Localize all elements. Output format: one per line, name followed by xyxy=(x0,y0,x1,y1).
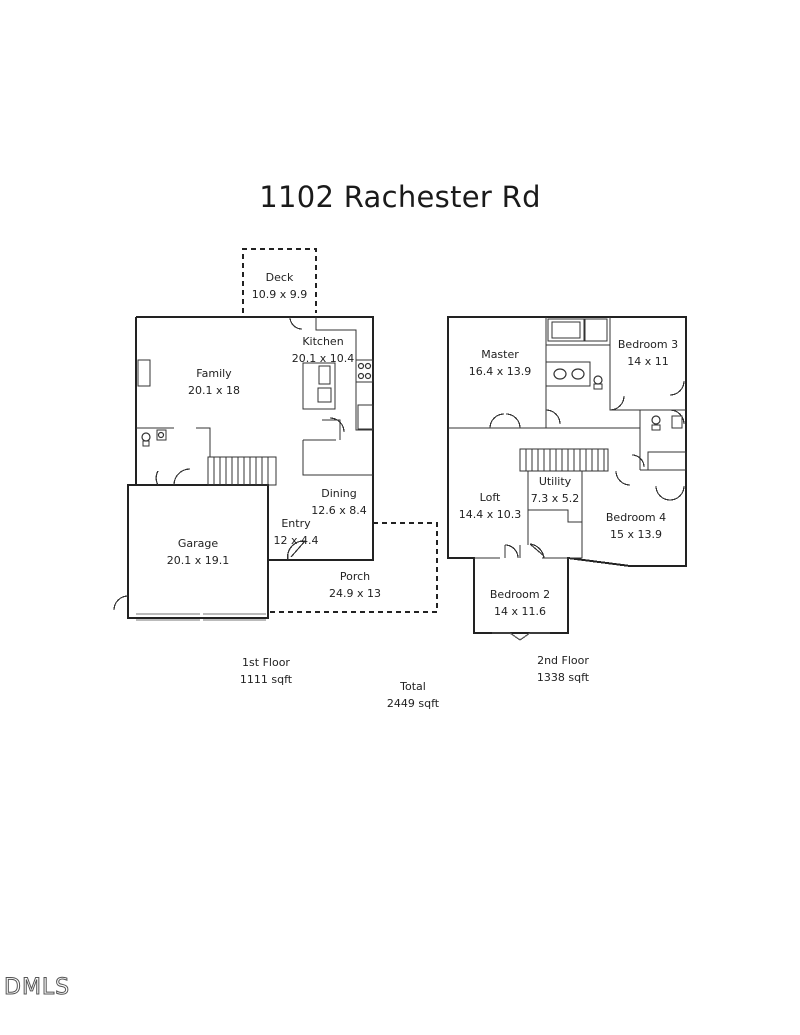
room-bedroom4-name: Bedroom 4 xyxy=(605,511,667,524)
room-deck-name: Deck xyxy=(265,271,294,284)
room-master: Master 16.4 x 13.9 xyxy=(460,346,540,380)
total-name: Total xyxy=(400,680,426,693)
room-loft-size: 14.4 x 10.3 xyxy=(458,508,522,521)
room-deck: Deck 10.9 x 9.9 xyxy=(243,269,316,303)
room-utility-name: Utility xyxy=(538,475,572,488)
room-utility-size: 7.3 x 5.2 xyxy=(530,492,580,505)
room-loft: Loft 14.4 x 10.3 xyxy=(453,489,527,523)
room-bedroom4-size: 15 x 13.9 xyxy=(610,528,662,541)
room-bedroom3-name: Bedroom 3 xyxy=(617,338,679,351)
room-dining-size: 12.6 x 8.4 xyxy=(311,504,367,517)
room-family-size: 20.1 x 18 xyxy=(188,384,240,397)
room-family-name: Family xyxy=(196,367,232,380)
room-dining-name: Dining xyxy=(321,487,357,500)
first-floor-wall xyxy=(136,316,374,561)
room-master-size: 16.4 x 13.9 xyxy=(468,365,532,378)
room-kitchen-name: Kitchen xyxy=(302,335,344,348)
room-entry-name: Entry xyxy=(281,517,311,530)
porch-outline xyxy=(268,522,438,613)
room-garage: Garage 20.1 x 19.1 xyxy=(158,535,238,569)
range xyxy=(355,359,374,383)
first-floor-stairs xyxy=(207,456,277,486)
room-bedroom2-name: Bedroom 2 xyxy=(489,588,551,601)
room-bedroom3: Bedroom 3 14 x 11 xyxy=(612,336,684,370)
first-floor-name: 1st Floor xyxy=(242,656,290,669)
second-floor-stairs xyxy=(519,448,609,472)
room-garage-name: Garage xyxy=(177,537,219,550)
fireplace xyxy=(137,359,151,387)
second-floor-area: 1338 sqft xyxy=(536,671,590,684)
room-bedroom3-size: 14 x 11 xyxy=(627,355,669,368)
room-master-name: Master xyxy=(481,348,519,361)
total-summary: Total 2449 sqft xyxy=(373,678,453,712)
room-kitchen: Kitchen 20.1 x 10.4 xyxy=(286,333,360,367)
second-floor-name: 2nd Floor xyxy=(537,654,589,667)
total-area: 2449 sqft xyxy=(386,697,440,710)
second-floor-summary: 2nd Floor 1338 sqft xyxy=(523,652,603,686)
plan-title: 1102 Rachester Rd xyxy=(259,180,541,214)
kitchen-island xyxy=(302,362,336,410)
mls-watermark: DMLS xyxy=(3,975,71,1001)
second-floor-wall xyxy=(447,316,687,634)
room-porch-name: Porch xyxy=(339,570,371,583)
first-floor-area: 1111 sqft xyxy=(239,673,293,686)
room-bedroom2-size: 14 x 11.6 xyxy=(494,605,546,618)
room-family: Family 20.1 x 18 xyxy=(175,365,253,399)
room-kitchen-size: 20.1 x 10.4 xyxy=(291,352,355,365)
room-bedroom2: Bedroom 2 14 x 11.6 xyxy=(480,586,560,620)
room-garage-size: 20.1 x 19.1 xyxy=(166,554,230,567)
room-deck-size: 10.9 x 9.9 xyxy=(251,288,308,301)
room-entry: Entry 12 x 4.4 xyxy=(267,515,325,549)
room-porch: Porch 24.9 x 13 xyxy=(318,568,392,602)
room-entry-size: 12 x 4.4 xyxy=(273,534,319,547)
room-bedroom4: Bedroom 4 15 x 13.9 xyxy=(596,509,676,543)
deck-outline xyxy=(242,248,317,313)
room-loft-name: Loft xyxy=(479,491,501,504)
master-tub xyxy=(547,318,585,342)
stair-treads xyxy=(213,457,269,485)
first-floor-summary: 1st Floor 1111 sqft xyxy=(226,654,306,688)
room-utility: Utility 7.3 x 5.2 xyxy=(528,473,582,507)
room-porch-size: 24.9 x 13 xyxy=(329,587,381,600)
room-dining: Dining 12.6 x 8.4 xyxy=(304,485,374,519)
hall-bath-tub xyxy=(647,451,687,471)
master-vanity xyxy=(545,361,591,387)
